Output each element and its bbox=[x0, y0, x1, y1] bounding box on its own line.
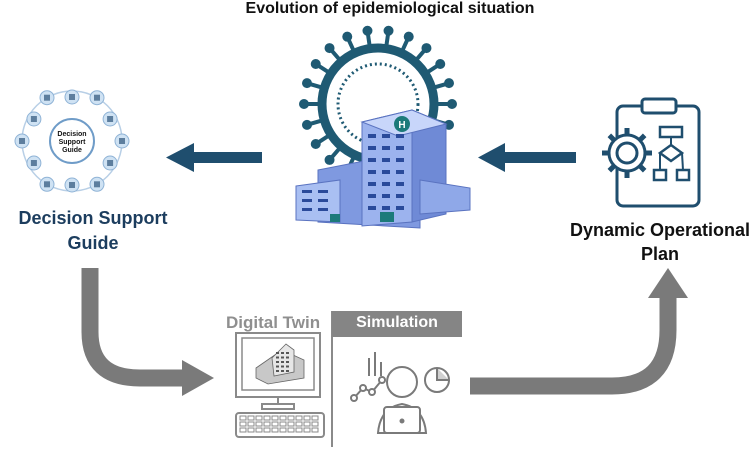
simulation-label: Simulation bbox=[356, 314, 438, 331]
computer-icon bbox=[235, 332, 325, 438]
hub-text-line-1: Decision bbox=[57, 131, 86, 138]
simulation-header-bar: Simulation bbox=[332, 311, 462, 337]
decision-support-hub-icon: Decision Support Guide bbox=[14, 89, 130, 193]
diagram-title: Evolution of epidemiological situation bbox=[245, 0, 535, 17]
hub-text-line-3: Guide bbox=[62, 147, 82, 154]
simulation-analyst-icon bbox=[350, 352, 450, 434]
digital-twin-label: Digital Twin bbox=[226, 313, 321, 332]
building-thumbnail-icon bbox=[255, 343, 305, 385]
hospital-icon: H bbox=[295, 109, 471, 229]
dynamic-operational-plan-label: Dynamic Operational Plan bbox=[569, 220, 750, 264]
arrow-to-decision-guide bbox=[166, 143, 262, 172]
decision-support-guide-label: Decision Support Guide bbox=[18, 208, 168, 253]
hub-text-line-2: Support bbox=[59, 139, 86, 146]
operational-plan-icon bbox=[602, 97, 701, 208]
arrow-to-operational-plan bbox=[470, 268, 688, 395]
svg-text:H: H bbox=[398, 120, 405, 131]
arrow-from-operational-plan bbox=[478, 143, 576, 172]
arrow-to-digital-twin bbox=[81, 268, 214, 396]
